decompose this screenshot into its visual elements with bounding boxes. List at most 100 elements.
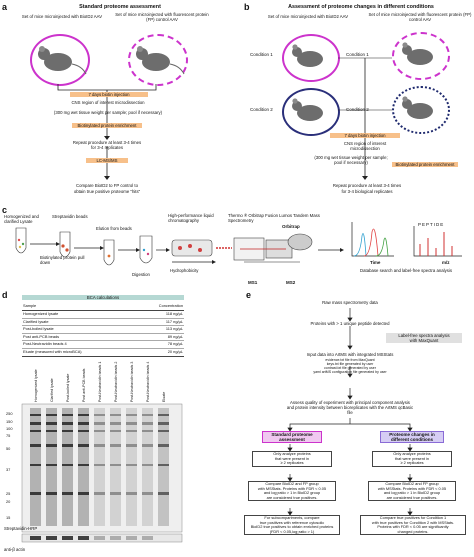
panel-a-step3: Biotinylated protein enrichment (72, 123, 142, 128)
e-qc-line3: file (347, 410, 353, 415)
e-step3a: Label-free spectra analysis (398, 333, 450, 338)
blot-band (78, 414, 89, 416)
panel-b-left-label: Set of mice microinjected with BioID2 AA… (267, 14, 349, 19)
blot-band (46, 414, 57, 416)
blot-band (78, 422, 89, 425)
blot-band (110, 430, 121, 432)
blot-lane (126, 408, 137, 526)
blot-band (142, 430, 153, 432)
blot-band (30, 430, 41, 432)
e-file-evidence: evidence.txt file from MaxQuant (325, 358, 375, 362)
lysate-tube-icon (15, 227, 27, 254)
blot-band (62, 444, 73, 447)
row-sample: Clarified lysate (23, 318, 49, 324)
panel-a-letter: a (2, 2, 8, 12)
peptide-label: PEPTIDE (418, 222, 445, 227)
panel-b-title: Assessment of proteome changes in differ… (288, 4, 434, 10)
row-conc: 78 ng/µL (167, 341, 183, 347)
homogenized-label: Homogenized and clarified Lysate (4, 214, 39, 224)
blot-band (94, 492, 105, 495)
blot-band (142, 464, 153, 466)
e-r1b: that were present in (394, 455, 430, 461)
blot-band (62, 422, 73, 425)
col-conc-header: Concentration (158, 303, 183, 308)
panel-b-step2c: (300 mg wet tissue weight per sample; (314, 155, 388, 160)
e-r3b: with true positives for Condition 2 with… (371, 519, 455, 525)
blot-band (110, 492, 121, 495)
e-l2b: with MSStats. Proteins with FDR < 0.05 (257, 485, 327, 491)
e-l2c: and log₂ratio > 1 in BioID2 group (263, 490, 321, 496)
panel-a-step2a: CNS region of interest microdissection (71, 100, 145, 105)
e-right-title: Proteome changes in different conditions (380, 431, 444, 444)
e-r1c: ≥ 2 replicates (400, 460, 424, 466)
e-l3a: For subcompartments, compare (264, 515, 320, 520)
marker-label: 100 (6, 426, 13, 431)
e-qc-line2: and protein intensity between bioreplica… (286, 405, 414, 410)
panel-b-step4b: for 3-4 biological replicates (341, 189, 393, 194)
e-l2d: are considered true positives. (266, 494, 318, 500)
e-r3c: Proteins with FDR < 0.05 are significant… (377, 524, 449, 530)
actin-band (94, 536, 105, 540)
cond1-left: Condition 1 (250, 52, 273, 57)
panel-a-step1: 7 days biotin injection (70, 92, 148, 97)
blot-band (62, 464, 73, 466)
mouse-icon (402, 42, 433, 65)
orbitrap-label: Orbitrap (282, 224, 300, 229)
blot-lane (94, 408, 105, 526)
blot-band (78, 492, 89, 495)
blot-band (158, 464, 169, 466)
panel-b-step3: Biotinylated protein enrichment (392, 162, 458, 167)
mouse-icon (136, 46, 185, 75)
pulldown-label: Biotinylated protein pull down (40, 255, 85, 265)
db-search-label: Database search and label-free spectra a… (360, 268, 452, 273)
hplc-label: High-performance liquid chromatography (168, 213, 214, 223)
e-left-title-a: Standard proteome (271, 432, 313, 437)
actin-band (110, 536, 121, 540)
e-right-title-a: Proteome changes in (389, 432, 435, 437)
mouse-icon (402, 96, 433, 119)
blot-band (46, 464, 57, 466)
blot-lane (46, 408, 57, 526)
mouse-icon (292, 98, 323, 121)
blot-band (30, 414, 41, 416)
blot-lane (62, 408, 73, 526)
bca-title: BCA calculations (22, 295, 184, 300)
e-r3d: changed proteins. (397, 528, 429, 534)
e-l3d: (FDR < 0.05,log₂ratio > 1) (269, 528, 315, 534)
row-sample: Post anti-PCB beads (23, 333, 60, 339)
row-conc: 113 ng/µL (165, 326, 183, 332)
blot-band (110, 422, 121, 425)
e-maxquant-box: Label-free spectra analysis with MaxQuan… (386, 333, 462, 343)
row-conc: 118 ng/µL (165, 311, 183, 316)
cond2-right: Condition 2 (346, 107, 369, 112)
elution-tube-icon (103, 239, 115, 266)
mass-spectrometer-icon (216, 233, 313, 263)
e-r2d: are considered true positives. (386, 494, 438, 500)
blot-band (142, 444, 153, 447)
blot-band (126, 414, 137, 416)
elution-label: Elution from beads (96, 226, 132, 231)
blot-band (126, 464, 137, 466)
actin-band (30, 536, 41, 540)
row-conc: 89 ng/µL (167, 333, 183, 339)
blot-band (110, 444, 121, 447)
row-sample: Post-boiled lysate (23, 326, 54, 332)
table-row: Eluate (measured with microBCA)20 ng/µL (22, 348, 184, 357)
marker-label: 20 (6, 499, 11, 504)
panel-d-letter: d (2, 290, 8, 300)
e-l3c: BioID2 true positives to obtain enriched… (250, 524, 334, 530)
mouse-icon (38, 46, 87, 75)
panel-a-step5: LC-MS/MS (86, 158, 128, 163)
hplc-column-icon (171, 239, 216, 264)
blot-label: Streptavidin-HRP (4, 526, 38, 531)
chromatogram-icon (351, 222, 394, 257)
row-sample: Homogenized lysate (23, 311, 59, 316)
blot-band (158, 422, 169, 425)
blot-band (94, 430, 105, 432)
e-qc: Assess quality of experiment with princi… (262, 400, 438, 415)
e-r3a: Compare true positives for Condition 1 (379, 515, 447, 520)
